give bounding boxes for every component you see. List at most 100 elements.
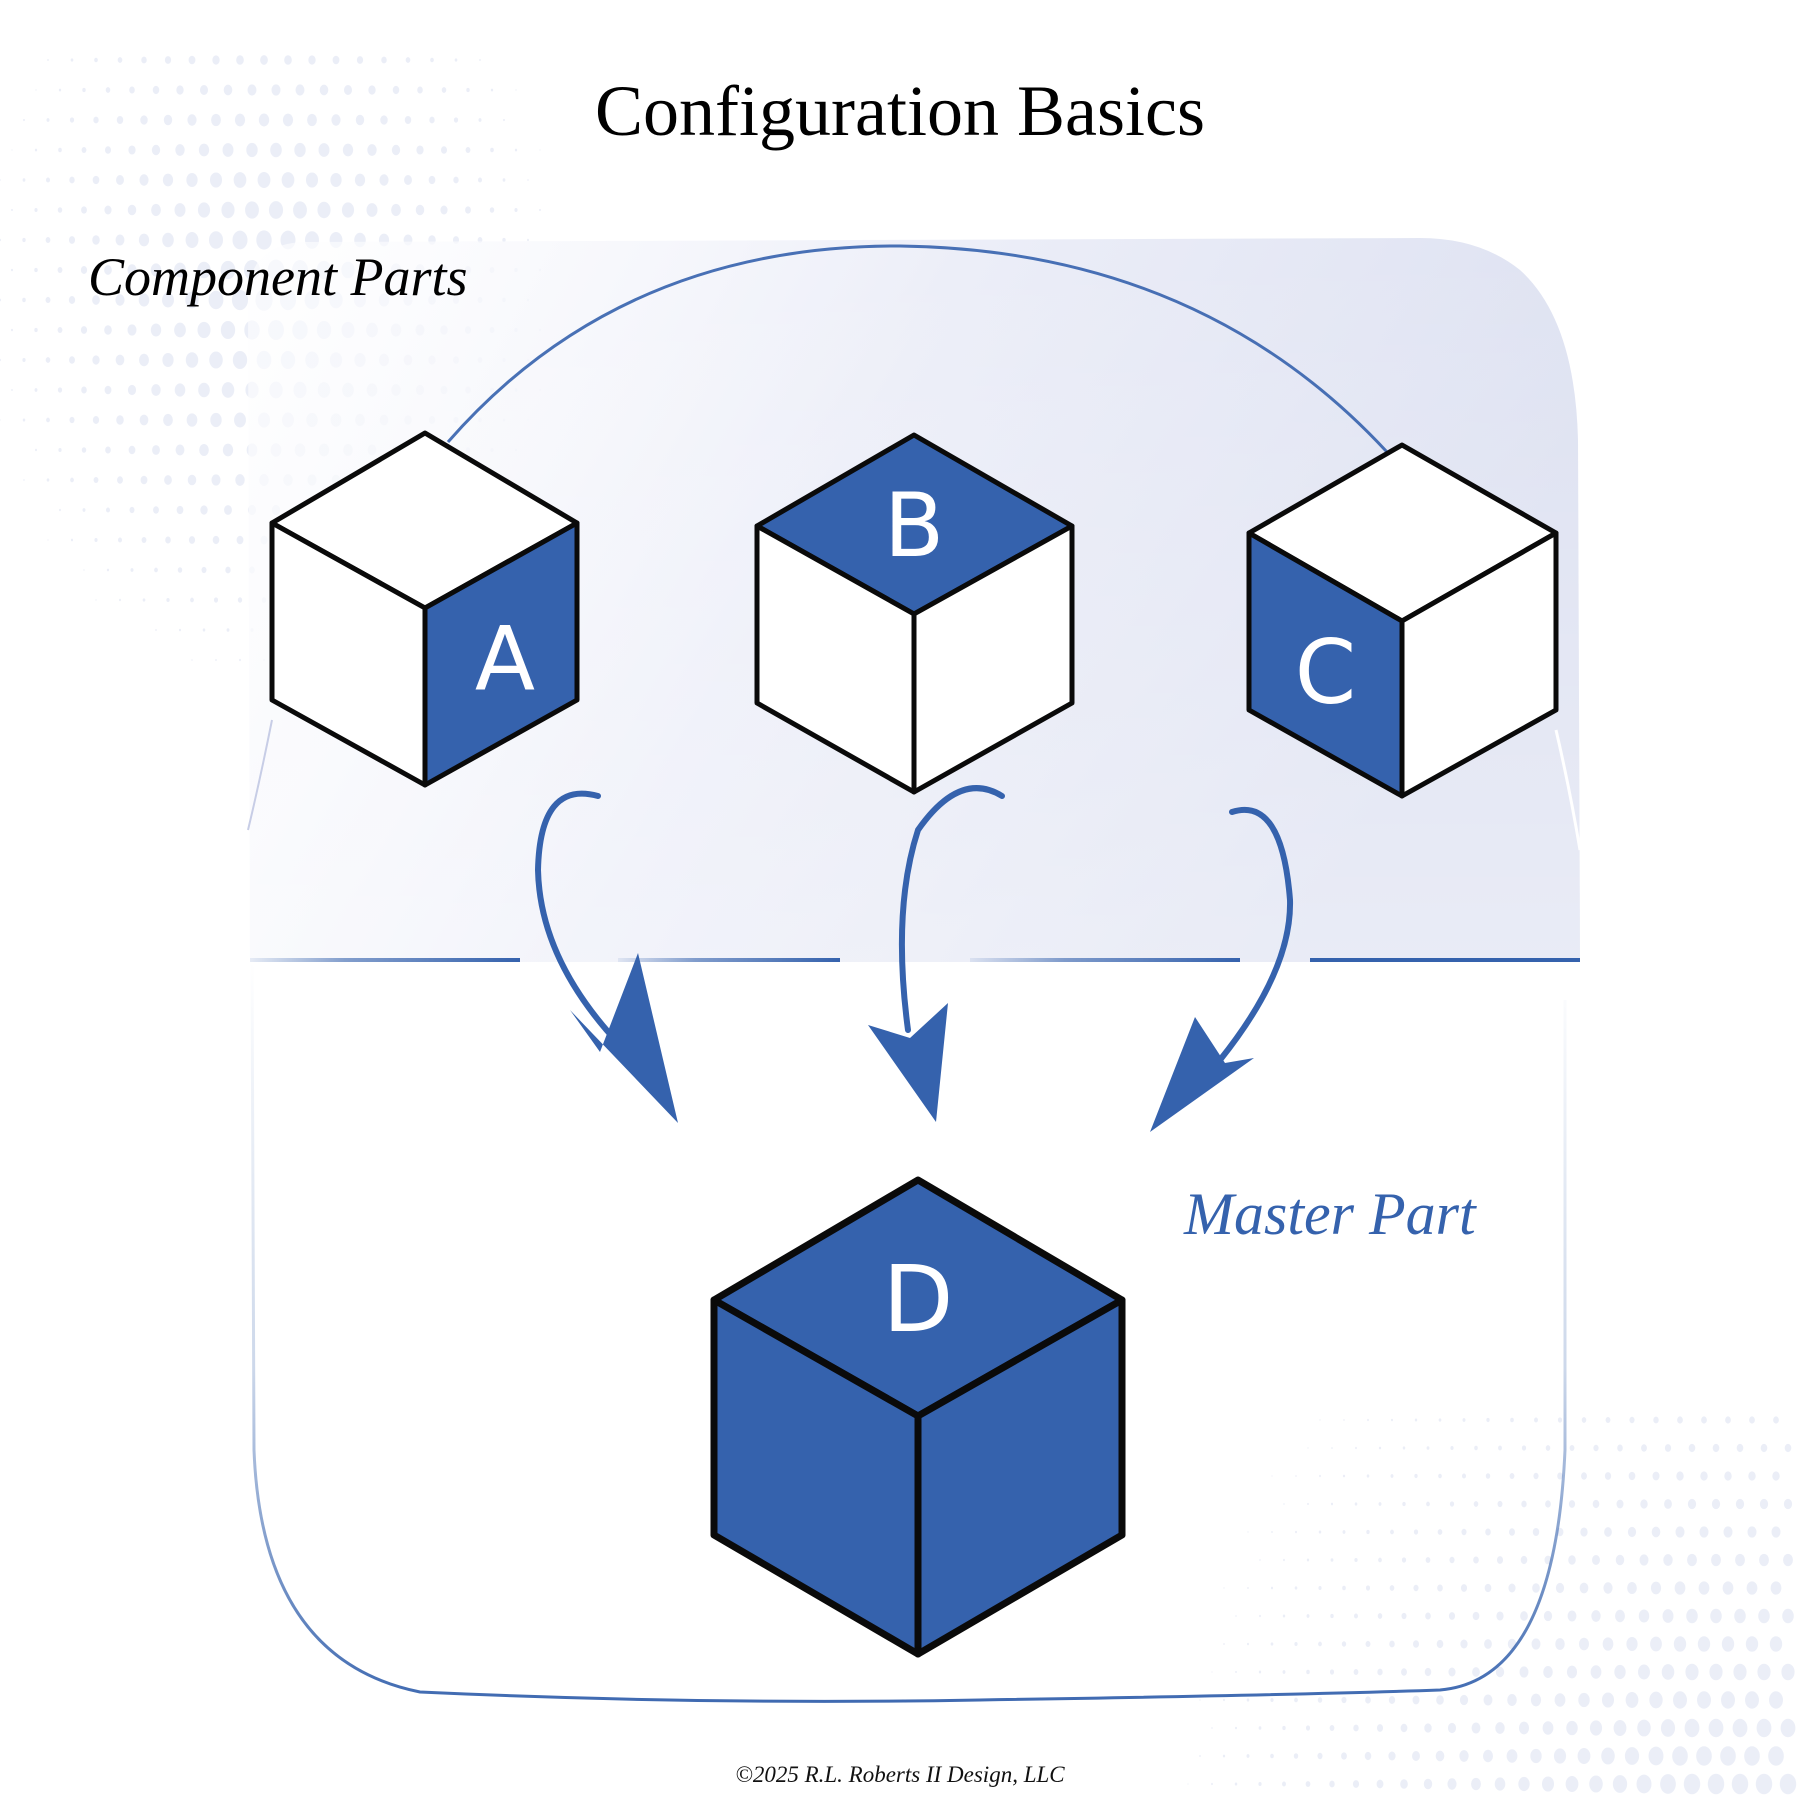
halftone-dot: [152, 85, 160, 95]
halftone-dot: [1652, 1471, 1660, 1481]
halftone-dot: [186, 413, 198, 427]
halftone-dot: [1711, 1498, 1721, 1510]
halftone-dot: [1650, 1636, 1662, 1652]
halftone-dot: [151, 203, 161, 217]
halftone-dot: [1413, 1584, 1419, 1592]
halftone-dot: [221, 382, 235, 398]
halftone-dot: [1707, 1773, 1725, 1795]
halftone-dot: [1412, 1695, 1420, 1705]
halftone-dot: [258, 113, 270, 127]
halftone-dot: [197, 202, 211, 218]
halftone-dot: [1518, 1776, 1530, 1792]
halftone-dot: [81, 206, 87, 214]
halftone-dot: [202, 628, 206, 632]
halftone-dot: [1578, 1637, 1590, 1651]
halftone-dot: [186, 172, 198, 188]
halftone-dot: [1246, 1754, 1250, 1758]
halftone-dot: [1378, 1557, 1382, 1563]
halftone-dot: [176, 85, 184, 95]
halftone-dot: [1450, 1446, 1454, 1450]
arrow-head: [868, 1003, 948, 1122]
halftone-dot: [59, 508, 61, 512]
halftone-dot: [281, 172, 295, 188]
halftone-dot: [34, 327, 38, 333]
halftone-dot: [1601, 1692, 1615, 1708]
halftone-dot: [151, 384, 161, 396]
arrow-c-to-d: [1150, 807, 1294, 1132]
halftone-dot: [1662, 1609, 1674, 1623]
halftone-dot: [1641, 1444, 1647, 1452]
halftone-dot: [178, 628, 182, 632]
halftone-dot: [1423, 1778, 1433, 1790]
halftone-dot: [1472, 1667, 1480, 1677]
halftone-dot: [1447, 1778, 1457, 1790]
halftone-dot: [282, 113, 294, 127]
halftone-dot: [1329, 1780, 1335, 1788]
halftone-dot: [1509, 1528, 1515, 1536]
halftone-dot: [1282, 1725, 1286, 1731]
halftone-dot: [198, 143, 210, 157]
halftone-dot: [225, 566, 231, 574]
halftone-dot: [129, 86, 135, 94]
halftone-dot: [381, 56, 387, 64]
halftone-dot: [1402, 1446, 1406, 1450]
halftone-dot: [1613, 1719, 1627, 1737]
halftone-dot: [119, 598, 121, 602]
halftone-dot: [1270, 1642, 1274, 1646]
arrow-head: [1150, 1017, 1254, 1132]
halftone-dot: [1471, 1777, 1481, 1791]
halftone-dot: [1329, 1725, 1335, 1731]
halftone-dot: [247, 84, 257, 96]
halftone-dot: [330, 172, 342, 188]
halftone-dot: [164, 56, 172, 64]
halftone-dot: [1377, 1613, 1383, 1619]
halftone-dot: [130, 568, 134, 572]
halftone-dot: [356, 56, 364, 64]
halftone-dot: [1223, 1698, 1225, 1702]
halftone-dot: [127, 204, 137, 216]
halftone-dot: [165, 536, 171, 544]
halftone-dot: [1639, 1554, 1649, 1566]
halftone-dot: [128, 145, 136, 155]
halftone-dot: [1673, 1636, 1687, 1652]
halftone-dot: [1352, 1780, 1360, 1788]
halftone-dot: [1745, 1636, 1759, 1652]
halftone-dot: [1637, 1719, 1651, 1737]
halftone-dot: [318, 143, 330, 157]
halftone-dot: [22, 178, 26, 182]
halftone-dot: [211, 113, 221, 127]
halftone-dot: [1438, 1418, 1442, 1422]
halftone-dot: [1438, 1473, 1442, 1479]
halftone-dot: [1534, 1417, 1538, 1423]
halftone-dot: [23, 479, 25, 481]
halftone-dot: [1589, 1775, 1603, 1793]
halftone-dot: [34, 208, 38, 212]
halftone-dot: [188, 55, 196, 65]
page-title: Configuration Basics: [595, 71, 1205, 151]
halftone-dot: [1211, 1671, 1213, 1673]
halftone-dot: [1258, 1781, 1262, 1787]
halftone-dot: [166, 597, 170, 603]
halftone-dot: [105, 507, 111, 513]
halftone-dot: [1461, 1473, 1467, 1479]
halftone-dot: [215, 658, 217, 662]
halftone-dot: [105, 87, 111, 93]
halftone-dot: [1612, 1775, 1628, 1793]
halftone-dot: [154, 567, 158, 573]
halftone-dot: [405, 57, 411, 63]
halftone-dot: [139, 353, 149, 367]
halftone-dot: [1354, 1613, 1358, 1619]
halftone-dot: [1773, 1416, 1779, 1424]
arrow-a-to-d: [534, 790, 678, 1123]
halftone-dot: [341, 202, 355, 218]
halftone-dot: [256, 230, 272, 250]
halftone-dot: [69, 416, 75, 424]
component-cube-b: B: [754, 432, 1075, 795]
halftone-dot: [1222, 1754, 1226, 1758]
halftone-dot: [539, 149, 541, 151]
halftone-dot: [514, 208, 518, 212]
halftone-dot: [454, 58, 458, 62]
halftone-dot: [1700, 1471, 1708, 1481]
halftone-dot: [1782, 1608, 1794, 1624]
